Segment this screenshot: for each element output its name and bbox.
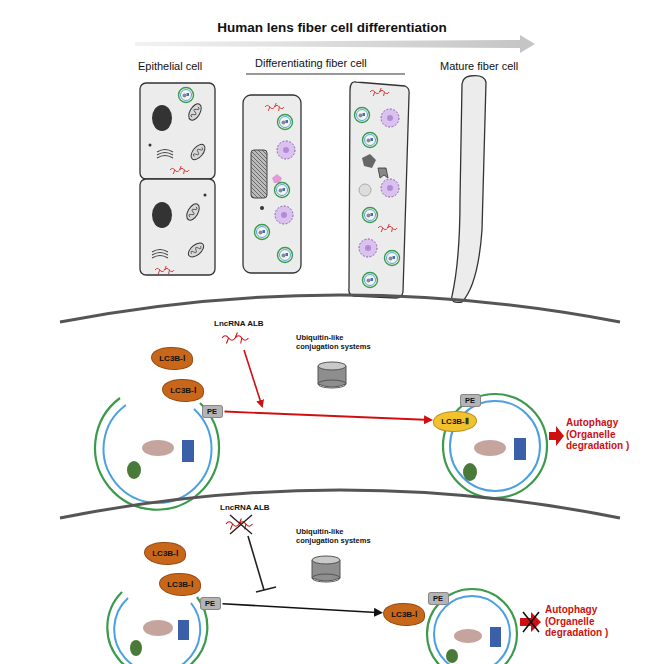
lc3b-i-protein: LC3B-Ⅰ bbox=[151, 347, 193, 370]
node-text: LC3B-Ⅰ bbox=[391, 610, 417, 619]
lc3b-i-protein: LC3B-Ⅰ bbox=[159, 573, 201, 596]
pe-lipid: PE bbox=[428, 592, 449, 605]
annotation: LncRNA ALB bbox=[220, 503, 290, 512]
outcome-label: Autophagy (Organelle degradation ) bbox=[566, 417, 654, 452]
annotation: LncRNA ALB bbox=[214, 319, 284, 328]
node-text: LC3B-Ⅰ bbox=[159, 354, 185, 363]
node-text: LC3B-Ⅰ bbox=[167, 580, 193, 589]
node-text: LC3B-Ⅱ bbox=[441, 417, 469, 426]
lc3b-ii-protein: LC3B-Ⅱ bbox=[433, 411, 477, 432]
pe-lipid: PE bbox=[202, 405, 223, 418]
pe-lipid: PE bbox=[460, 394, 481, 407]
title: Human lens fiber cell differentiation bbox=[0, 20, 664, 36]
annotation: Ubiquitin-like conjugation systems bbox=[296, 528, 388, 545]
node-text: PE bbox=[465, 396, 475, 405]
lc3b-i-protein: LC3B-Ⅰ bbox=[162, 379, 204, 402]
process-arrow bbox=[222, 604, 381, 613]
pe-lipid: PE bbox=[200, 597, 221, 610]
outcome-label: Autophagy (Organelle degradation ) bbox=[545, 604, 645, 639]
annotation: Ubiquitin-like conjugation systems bbox=[296, 334, 388, 351]
node-text: PE bbox=[433, 594, 443, 603]
process-arrow bbox=[224, 412, 431, 420]
column-label: Mature fiber cell bbox=[440, 60, 540, 73]
column-label: Epithelial cell bbox=[138, 60, 233, 73]
node-text: PE bbox=[205, 599, 215, 608]
node-text: LC3B-Ⅰ bbox=[170, 386, 196, 395]
node-text: LC3B-Ⅰ bbox=[152, 549, 178, 558]
lc3b-i-protein: LC3B-Ⅰ bbox=[144, 542, 186, 565]
node-text: PE bbox=[207, 407, 217, 416]
lc3b-i-protein: LC3B-Ⅰ bbox=[383, 603, 425, 626]
column-label: Differentiating fiber cell bbox=[255, 57, 405, 70]
